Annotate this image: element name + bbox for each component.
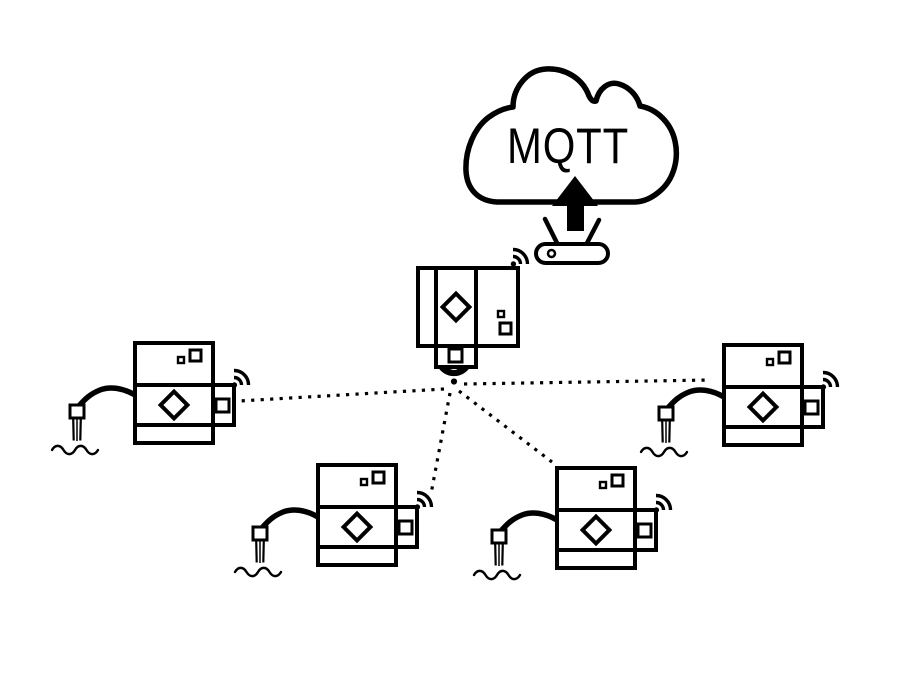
router-icon [534, 216, 610, 265]
router-led [546, 248, 557, 259]
broadcast-down-icon [437, 364, 471, 385]
link-to-bottom-right-node [458, 389, 553, 464]
upload-arrow-icon [552, 176, 598, 231]
link-to-right-node [463, 378, 712, 386]
router-antenna-right [583, 217, 602, 248]
mqtt-cloud: MQTT [463, 66, 680, 205]
link-to-bottom-left-node [429, 392, 452, 495]
gateway-node [416, 247, 530, 385]
wireless-links [238, 378, 712, 495]
link-to-left-node [238, 387, 445, 403]
mqtt-label: MQTT [507, 118, 629, 174]
router-body [534, 242, 610, 265]
router-antenna-left [542, 216, 561, 248]
cloud-icon [463, 66, 680, 205]
